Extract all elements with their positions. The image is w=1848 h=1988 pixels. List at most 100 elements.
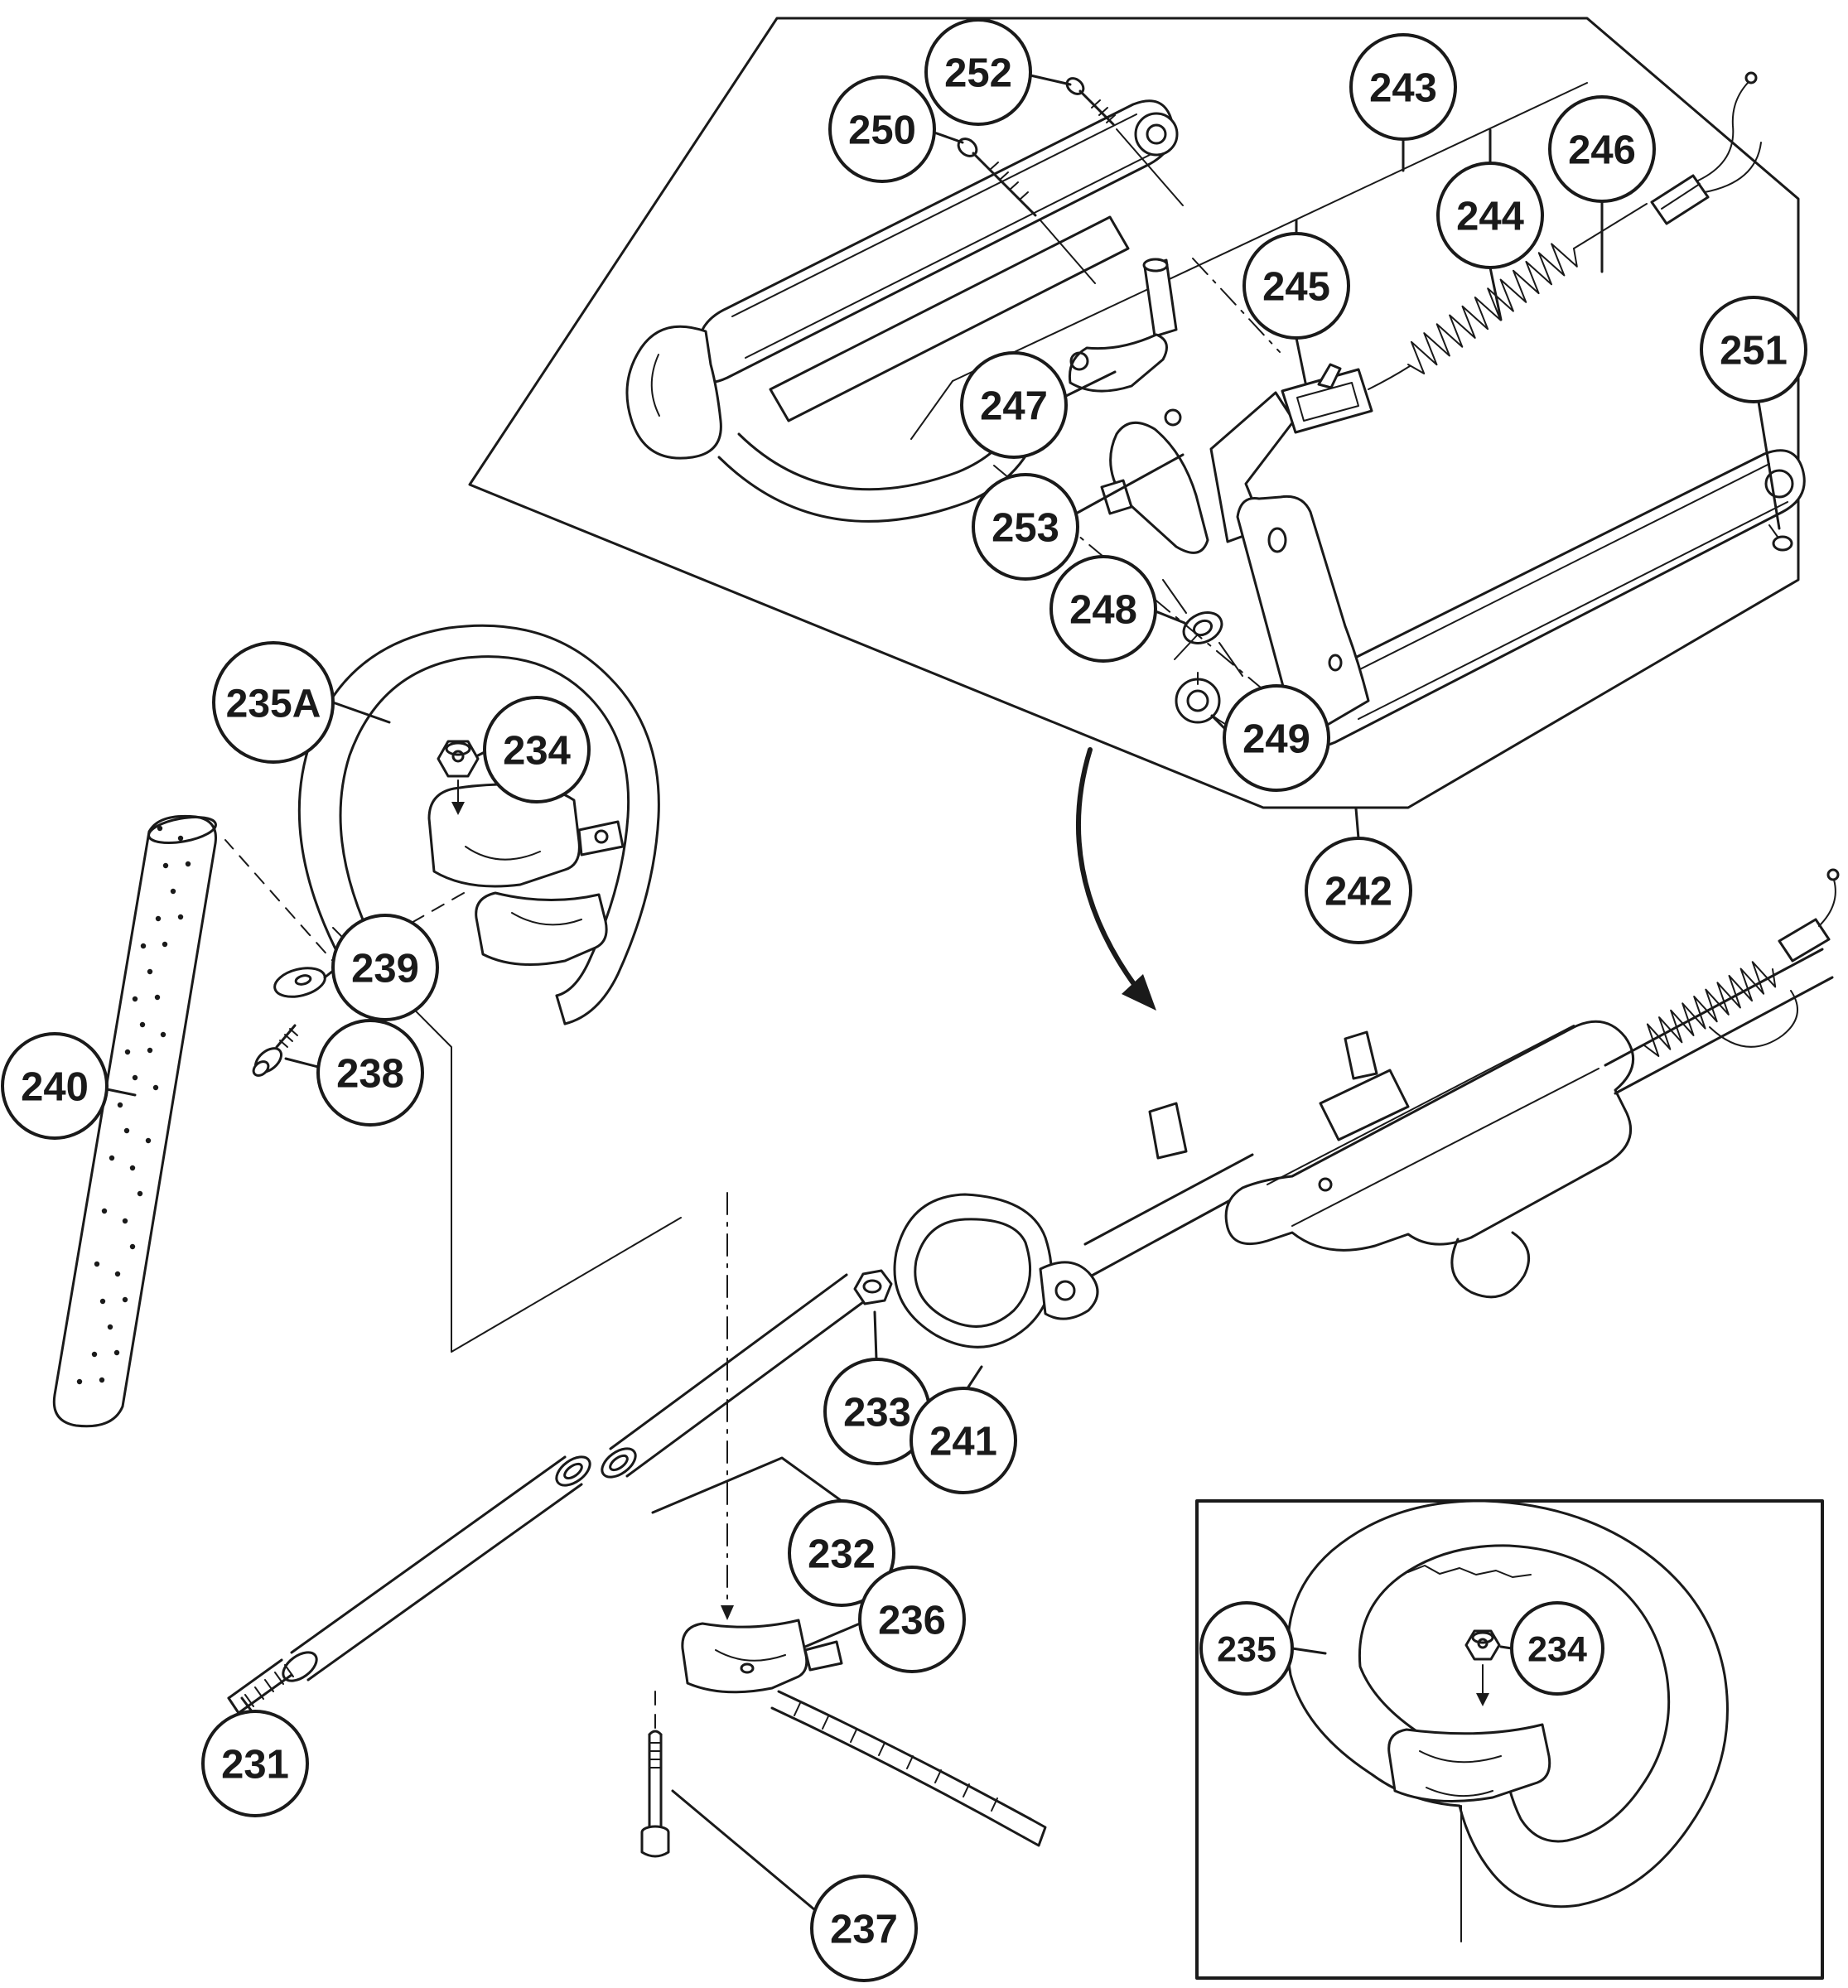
callout-240: 240 [1, 1032, 137, 1140]
callout-circle [858, 1566, 966, 1673]
callout-leader [651, 1456, 843, 1514]
callout-249: 249 [1210, 684, 1330, 792]
throttle-trigger [1068, 333, 1168, 393]
callout-leader [1029, 74, 1072, 86]
inset-nut-234 [1464, 1629, 1501, 1661]
callout-circle [924, 18, 1032, 126]
callout-leader [1757, 400, 1781, 530]
callout-label: 237 [830, 1908, 898, 1952]
callout-circle [828, 75, 936, 183]
callout-leader [1291, 1647, 1327, 1655]
callout-233: 233 [823, 1310, 931, 1465]
callout-layer: 252250243246244245251247253248249242235A… [1, 18, 1807, 1982]
callout-circle [331, 914, 439, 1021]
callout-label: 245 [1262, 265, 1330, 310]
callout-label: 234 [503, 729, 571, 774]
clamp-nut-234 [437, 740, 480, 815]
exploded-view-boundary [468, 17, 1800, 809]
upper-housing-half [625, 99, 1179, 523]
screw-250 [957, 138, 1096, 284]
callout-238: 238 [284, 1019, 424, 1127]
callout-leader [1489, 266, 1503, 321]
callout-label: 233 [843, 1391, 911, 1436]
callout-leader [966, 1365, 983, 1390]
grip-dot [122, 1218, 128, 1224]
grip-dot [154, 994, 161, 1001]
callout-label: 246 [1568, 128, 1636, 173]
cable-coil [1643, 961, 1777, 1057]
grip-dot [152, 1084, 159, 1091]
grip-dot [117, 1102, 123, 1108]
callout-circle [1510, 1601, 1604, 1696]
callout-244: 244 [1436, 128, 1544, 321]
callout-leader [933, 131, 964, 144]
callout-circle [1199, 1601, 1294, 1696]
callout-leader [1499, 1645, 1513, 1650]
callout-242: 242 [1305, 807, 1412, 944]
grip-dot [155, 915, 162, 922]
cable-grommet [1162, 579, 1243, 677]
callout-label: 251 [1720, 329, 1788, 374]
grip-dot [185, 861, 191, 867]
callout-leader [1210, 714, 1226, 730]
washer-239 [273, 967, 326, 998]
callout-label: 247 [980, 384, 1048, 429]
grip-dot [123, 1127, 130, 1134]
grip-dot [139, 1021, 146, 1028]
callout-leader [284, 1057, 320, 1069]
trigger-lockout [1100, 391, 1296, 554]
grip-dot [132, 1074, 138, 1081]
callout-circle [316, 1019, 424, 1127]
callout-leader [1064, 370, 1117, 398]
callout-label: 249 [1242, 717, 1310, 762]
callout-234: 234 [476, 696, 591, 803]
callout-label: 239 [351, 947, 419, 992]
callout-circle [1242, 232, 1350, 340]
grip-dot [94, 1261, 100, 1267]
callout-label: 253 [992, 506, 1059, 551]
callout-237: 237 [671, 1789, 918, 1982]
grip-dot [99, 1298, 106, 1305]
callout-circle [972, 473, 1079, 581]
grip-dot [147, 968, 153, 975]
grip-dot [137, 1190, 143, 1197]
callout-label: 240 [21, 1065, 89, 1110]
callout-label: 241 [929, 1420, 997, 1464]
callout-circle [1223, 684, 1330, 792]
callout-circle [1436, 162, 1544, 269]
grip-dot [170, 888, 176, 895]
foam-grip [52, 814, 217, 1428]
shaft-bracket-236 [681, 1619, 1047, 1847]
callout-232: 232 [651, 1456, 895, 1607]
callout-245: 245 [1242, 219, 1350, 384]
callout-label: 242 [1324, 870, 1392, 914]
callout-251: 251 [1700, 296, 1807, 530]
callout-label: 238 [336, 1052, 404, 1097]
callout-circle [212, 641, 335, 764]
grip-dot [129, 1243, 136, 1250]
stop-switch [1281, 363, 1373, 434]
callout-253: 253 [972, 453, 1185, 581]
callout-circle [1349, 33, 1457, 141]
callout-circle [1700, 296, 1807, 403]
screw-238 [252, 1024, 298, 1077]
inset-detail-box [1195, 1499, 1824, 1980]
callout-label: 231 [221, 1743, 289, 1788]
grip-dot [113, 1349, 120, 1356]
callout-235: 235 [1199, 1601, 1327, 1696]
callout-label: 235 [1217, 1629, 1276, 1669]
callout-label: 235A [226, 682, 321, 726]
grip-dot [99, 1377, 105, 1383]
grip-dot [124, 1049, 131, 1055]
grip-dot [145, 1137, 152, 1144]
grip-dot [162, 862, 169, 869]
callout-circle [201, 1710, 309, 1817]
grip-texture-dots [76, 825, 191, 1385]
callout-231: 231 [201, 1696, 309, 1817]
callout-label: 244 [1456, 195, 1524, 239]
callout-243: 243 [1349, 33, 1457, 172]
callout-leader [240, 1696, 253, 1713]
callout-leader [873, 1310, 878, 1361]
grip-dot [132, 996, 138, 1002]
